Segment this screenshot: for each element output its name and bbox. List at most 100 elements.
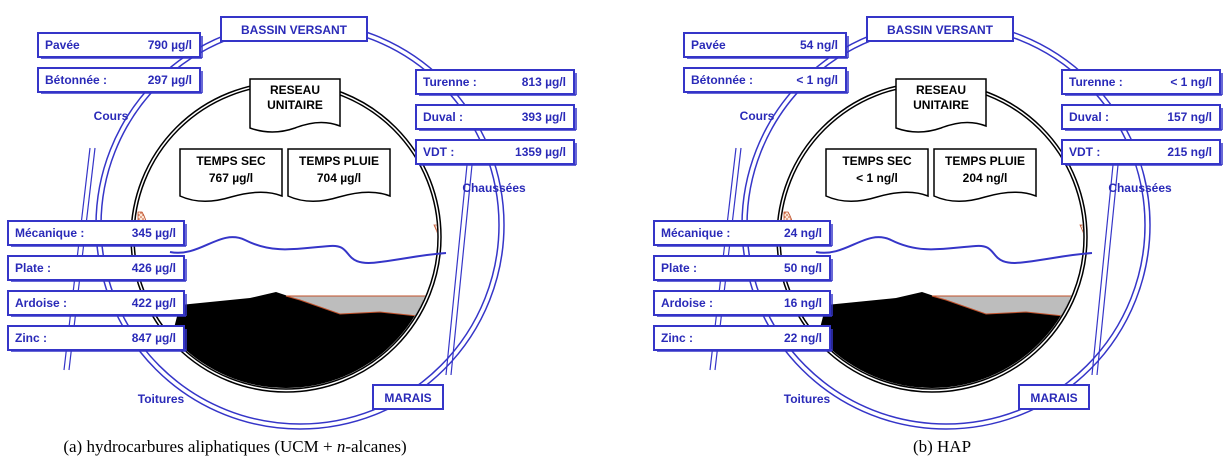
chaussees-item-box bbox=[415, 139, 575, 165]
caption-em: n bbox=[337, 437, 346, 456]
toitures-item-name: Zinc : bbox=[15, 331, 47, 345]
network-box bbox=[895, 78, 987, 133]
catchment-header-label: BASSIN VERSANT bbox=[241, 23, 348, 37]
toitures-item-name: Plate : bbox=[661, 261, 697, 275]
connector-line bbox=[1096, 154, 1120, 376]
marais-box bbox=[372, 384, 444, 410]
cours-item-name: Bétonnée : bbox=[45, 73, 107, 87]
toitures-item-value: 16 ng/l bbox=[784, 296, 822, 310]
cours-item-box bbox=[683, 67, 847, 93]
network-label-2: UNITAIRE bbox=[267, 98, 323, 112]
cours-item-value: 297 µg/l bbox=[148, 73, 192, 87]
network-label-1: RESEAU bbox=[916, 83, 966, 97]
toitures-item-box bbox=[653, 290, 831, 316]
chaussees-item-value: < 1 ng/l bbox=[1170, 75, 1212, 89]
biofilm-right bbox=[1079, 224, 1083, 269]
toitures-item-name: Mécanique : bbox=[15, 226, 84, 240]
cours-item-name: Pavée bbox=[691, 38, 726, 52]
sediment-deposit bbox=[150, 292, 437, 388]
toitures-item-value: 24 ng/l bbox=[784, 226, 822, 240]
toitures-item-name: Zinc : bbox=[661, 331, 693, 345]
catchment-header-box bbox=[220, 16, 368, 42]
network-label-2: UNITAIRE bbox=[913, 98, 969, 112]
toitures-item-name: Ardoise : bbox=[15, 296, 67, 310]
toitures-item-box bbox=[7, 255, 185, 281]
toitures-item-name: Ardoise : bbox=[661, 296, 713, 310]
connector-line bbox=[1091, 154, 1115, 376]
toitures-item-value: 426 µg/l bbox=[132, 261, 176, 275]
marais-box bbox=[1018, 384, 1090, 410]
cours-item-value: < 1 ng/l bbox=[796, 73, 838, 87]
chaussees-item-box bbox=[415, 104, 575, 130]
chaussees-item-value: 157 ng/l bbox=[1167, 110, 1212, 124]
chaussees-item-name: Turenne : bbox=[1069, 75, 1123, 89]
cours-item-box bbox=[683, 32, 847, 58]
toitures-item-box bbox=[653, 220, 831, 246]
chaussees-item-value: 215 ng/l bbox=[1167, 145, 1212, 159]
toitures-item-name: Plate : bbox=[15, 261, 51, 275]
toitures-item-box bbox=[653, 325, 831, 351]
cours-item-box bbox=[37, 67, 201, 93]
wet-weather-box bbox=[287, 148, 391, 202]
wet-value: 204 ng/l bbox=[963, 171, 1008, 185]
chaussees-item-name: VDT : bbox=[1069, 145, 1100, 159]
connector-line bbox=[445, 154, 469, 376]
chaussees-item-box bbox=[1061, 69, 1221, 95]
wet-weather-box bbox=[933, 148, 1037, 202]
dry-value: 767 µg/l bbox=[209, 171, 253, 185]
dry-title: TEMPS SEC bbox=[196, 154, 266, 168]
wet-value: 704 µg/l bbox=[317, 171, 361, 185]
caption-pre: (b) HAP bbox=[913, 437, 971, 456]
biofilm-right bbox=[433, 224, 437, 269]
toitures-item-value: 22 ng/l bbox=[784, 331, 822, 345]
cours-item-name: Bétonnée : bbox=[691, 73, 753, 87]
chaussees-item-box bbox=[1061, 104, 1221, 130]
dry-value: < 1 ng/l bbox=[856, 171, 898, 185]
toitures-section-label: Toitures bbox=[784, 392, 831, 406]
chaussees-item-name: Duval : bbox=[423, 110, 463, 124]
sediment-deposit bbox=[796, 292, 1083, 388]
marais-label: MARAIS bbox=[384, 391, 431, 405]
marais-label: MARAIS bbox=[1030, 391, 1077, 405]
toitures-item-box bbox=[7, 220, 185, 246]
chaussees-item-box bbox=[415, 69, 575, 95]
panel-caption: (b) HAP bbox=[913, 437, 971, 456]
chaussees-item-box bbox=[1061, 139, 1221, 165]
catchment-header-box bbox=[866, 16, 1014, 42]
chaussees-item-name: VDT : bbox=[423, 145, 454, 159]
organic-layer bbox=[931, 295, 1083, 319]
cours-item-box bbox=[37, 32, 201, 58]
wet-title: TEMPS PLUIE bbox=[299, 154, 379, 168]
network-label-1: RESEAU bbox=[270, 83, 320, 97]
cours-item-value: 54 ng/l bbox=[800, 38, 838, 52]
toitures-item-box bbox=[7, 290, 185, 316]
toitures-item-value: 345 µg/l bbox=[132, 226, 176, 240]
chaussees-item-name: Duval : bbox=[1069, 110, 1109, 124]
toitures-item-box bbox=[7, 325, 185, 351]
network-box bbox=[249, 78, 341, 133]
chaussees-item-value: 813 µg/l bbox=[522, 75, 566, 89]
cours-item-name: Pavée bbox=[45, 38, 80, 52]
cours-section-label: Cours bbox=[740, 109, 775, 123]
toitures-section-label: Toitures bbox=[138, 392, 185, 406]
caption-post: -alcanes) bbox=[345, 437, 406, 456]
connector-line bbox=[450, 154, 474, 376]
toitures-item-value: 50 ng/l bbox=[784, 261, 822, 275]
dry-weather-box bbox=[179, 148, 283, 202]
chaussees-section-label: Chaussées bbox=[1108, 181, 1172, 195]
cours-item-value: 790 µg/l bbox=[148, 38, 192, 52]
catchment-header-label: BASSIN VERSANT bbox=[887, 23, 994, 37]
chaussees-section-label: Chaussées bbox=[462, 181, 526, 195]
panel-caption: (a) hydrocarbures aliphatiques (UCM + n-… bbox=[63, 437, 406, 456]
toitures-item-box bbox=[653, 255, 831, 281]
cours-section-label: Cours bbox=[94, 109, 129, 123]
water-level-line bbox=[815, 236, 1093, 264]
water-level-line bbox=[169, 236, 447, 264]
toitures-item-value: 847 µg/l bbox=[132, 331, 176, 345]
wet-title: TEMPS PLUIE bbox=[945, 154, 1025, 168]
organic-layer bbox=[285, 295, 437, 319]
caption-pre: (a) hydrocarbures aliphatiques (UCM + bbox=[63, 437, 336, 456]
toitures-item-value: 422 µg/l bbox=[132, 296, 176, 310]
dry-title: TEMPS SEC bbox=[842, 154, 912, 168]
